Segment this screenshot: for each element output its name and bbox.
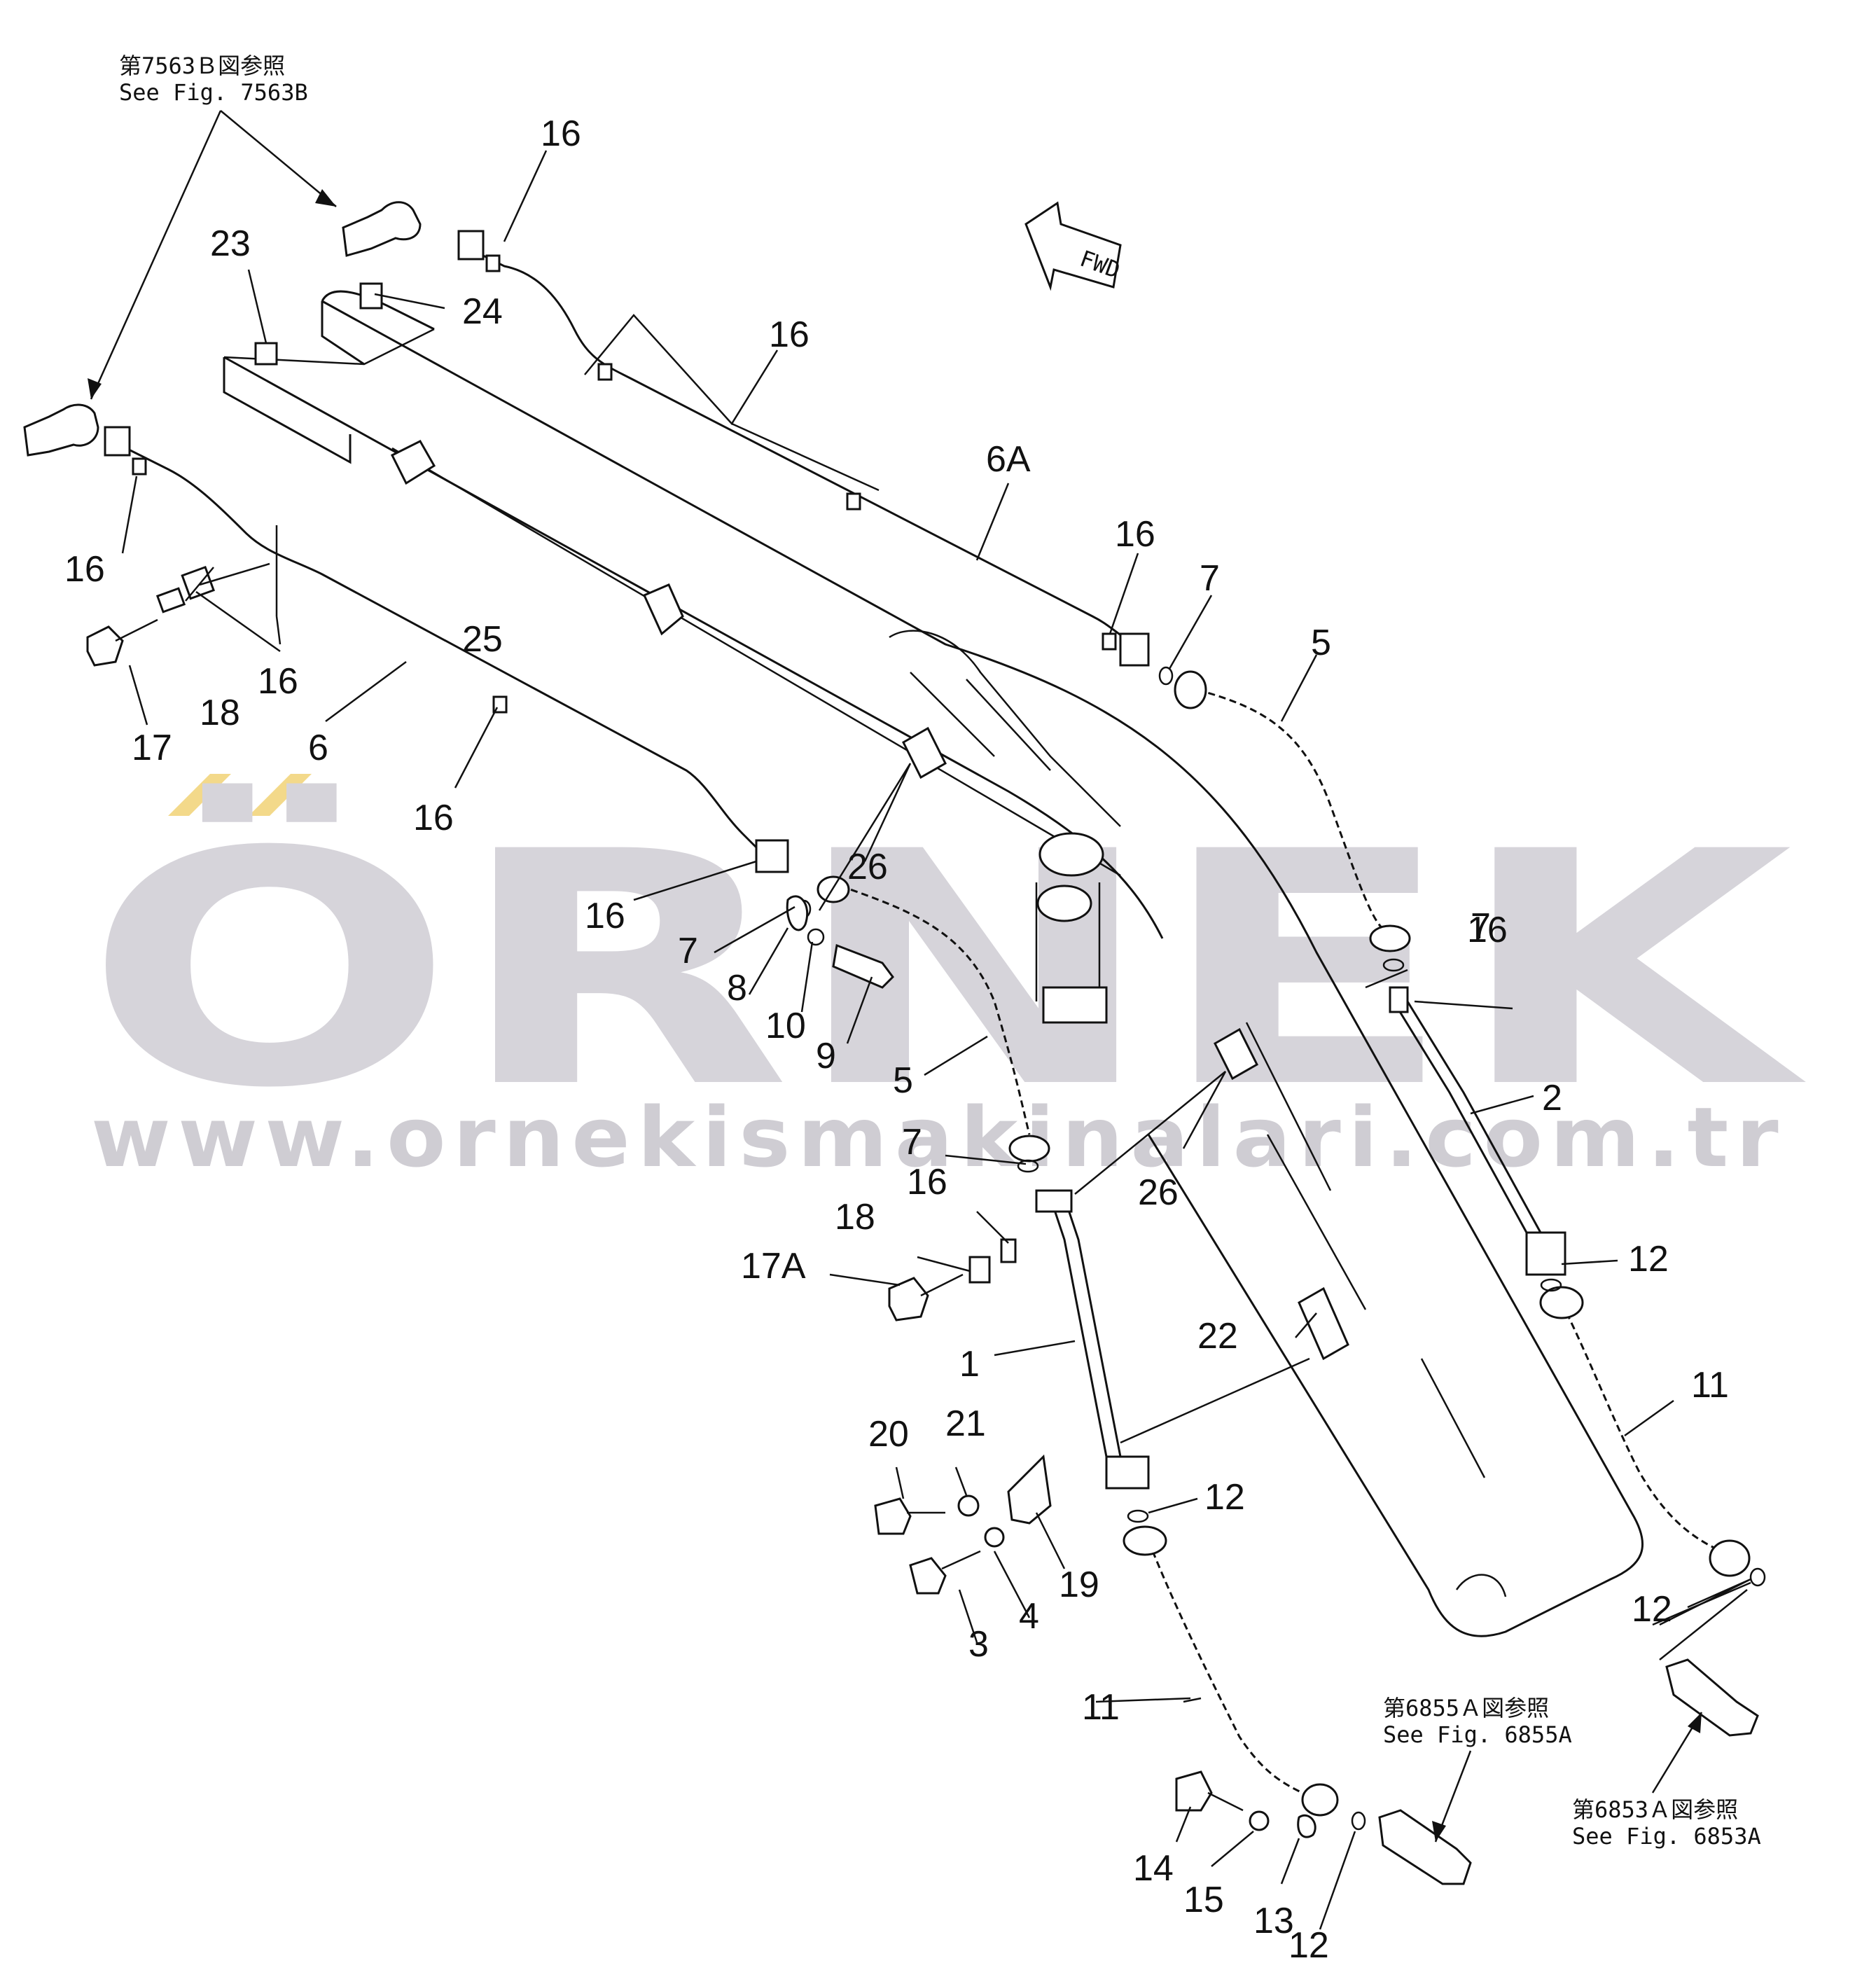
tube-2-b xyxy=(1406,1001,1542,1233)
callout-label: 20 xyxy=(868,1414,909,1455)
callout-label: 1 xyxy=(959,1344,980,1385)
reference-notes: 第7563Ｂ図参照 See Fig. 7563B 第6855Ａ図参照 See F… xyxy=(88,53,1761,1850)
callout-label: 2 xyxy=(1542,1078,1562,1118)
arm-body xyxy=(223,282,1644,1637)
callout-label: 12 xyxy=(1204,1477,1245,1518)
callout-label: 17A xyxy=(741,1246,806,1286)
callout-label: 13 xyxy=(1253,1901,1294,1941)
hose-11-lower xyxy=(1147,1540,1317,1801)
hardware xyxy=(23,201,1759,1885)
callout-label: 16 xyxy=(1467,910,1508,950)
hoses xyxy=(786,666,1766,1831)
watermark-accent-left xyxy=(168,774,231,816)
callout-label: 16 xyxy=(585,896,625,936)
ref-7563b-jp: 第7563Ｂ図参照 xyxy=(119,53,285,79)
callout-label: 15 xyxy=(1183,1880,1224,1920)
callout-label: 12 xyxy=(1632,1589,1672,1630)
watermark-brand: ÖRNEK xyxy=(84,780,1809,1158)
callout-label: 7 xyxy=(678,931,698,971)
callout-label: 5 xyxy=(1311,623,1331,663)
callout-label: 8 xyxy=(727,968,747,1008)
callout-labels: 16 23 24 16 6A 16 7 5 16 18 16 17 25 6 1… xyxy=(64,113,1729,1963)
callout-label: 3 xyxy=(968,1624,989,1665)
callout-label: 12 xyxy=(1628,1239,1669,1279)
watermark-accent-right xyxy=(249,774,312,816)
callout-label: 10 xyxy=(765,1006,806,1046)
callout-label: 26 xyxy=(1138,1172,1179,1213)
callout-label: 18 xyxy=(200,693,240,733)
hose-5-lower xyxy=(840,885,1031,1135)
tube-2 xyxy=(1392,1001,1528,1233)
leader-lines xyxy=(121,150,1751,1930)
ref-6855a-jp: 第6855Ａ図参照 xyxy=(1383,1695,1549,1721)
callout-label: 25 xyxy=(462,619,503,660)
callout-label: 4 xyxy=(1019,1596,1039,1637)
callout-label: 23 xyxy=(210,223,251,264)
ref-6853a-en: See Fig. 6853A xyxy=(1572,1823,1761,1850)
fwd-arrow-icon: FWD xyxy=(1024,201,1124,291)
watermark-url: www.ornekismakinalari.com.tr xyxy=(91,1089,1786,1186)
callout-label: 7 xyxy=(902,1122,922,1163)
callout-label: 16 xyxy=(258,661,298,702)
tube-6 xyxy=(111,440,765,856)
callout-label: 17 xyxy=(132,728,172,768)
callout-label: 5 xyxy=(893,1060,913,1101)
callout-label: 7 xyxy=(1200,558,1220,599)
callout-label: 16 xyxy=(413,798,454,838)
callout-label: 16 xyxy=(907,1162,947,1202)
callout-label: 16 xyxy=(1115,514,1155,555)
callout-label: 24 xyxy=(462,291,503,332)
callout-label: 11 xyxy=(1691,1365,1729,1406)
tube-1-b xyxy=(1063,1197,1122,1457)
callout-label: 14 xyxy=(1133,1848,1174,1889)
ref-7563b-en: See Fig. 7563B xyxy=(119,79,308,106)
ref-6855a-en: See Fig. 6855A xyxy=(1383,1721,1572,1748)
callout-label: 16 xyxy=(769,314,810,355)
callout-label: 22 xyxy=(1197,1316,1238,1357)
callout-label: 6 xyxy=(308,728,328,768)
hose-5-upper xyxy=(1197,688,1387,933)
tubes xyxy=(104,230,1566,1490)
tube-6a xyxy=(461,244,1125,639)
callout-label: 26 xyxy=(847,847,888,887)
callout-label: 16 xyxy=(541,113,581,154)
callout-label: 21 xyxy=(945,1403,986,1444)
callout-label: 11 xyxy=(1082,1687,1120,1728)
callout-label: 19 xyxy=(1059,1565,1099,1605)
ref-6853a-jp: 第6853Ａ図参照 xyxy=(1572,1796,1738,1823)
callout-label: 7 xyxy=(1471,906,1491,947)
callout-label: 16 xyxy=(64,549,105,590)
callout-label: 18 xyxy=(835,1197,875,1237)
callout-label: 6A xyxy=(986,439,1031,480)
watermark: ÖRNEK www.ornekismakinalari.com.tr xyxy=(84,774,1809,1186)
hose-11-upper xyxy=(1560,1302,1730,1556)
callout-label: 9 xyxy=(816,1036,836,1076)
callout-label: 12 xyxy=(1288,1925,1329,1963)
